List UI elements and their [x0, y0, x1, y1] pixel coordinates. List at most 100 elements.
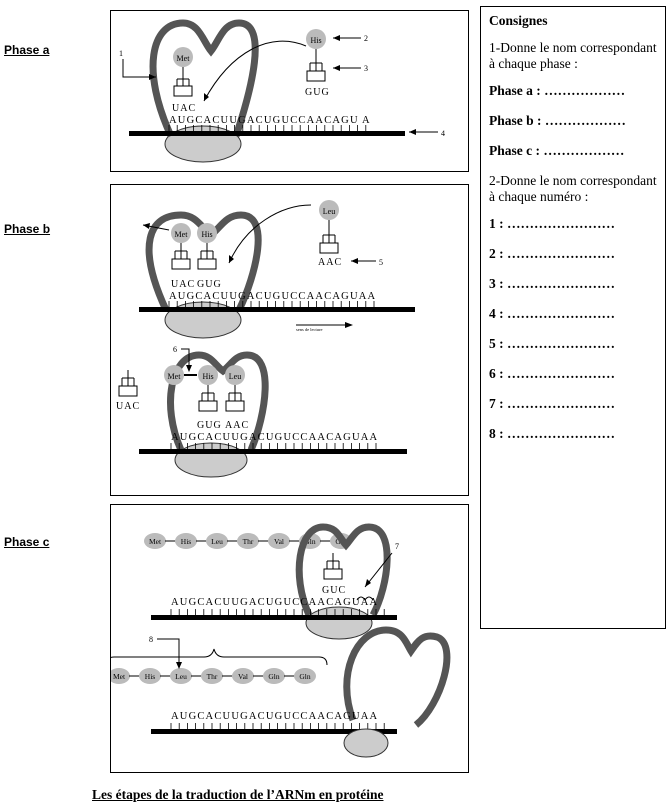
released-small-subunit — [343, 728, 389, 758]
answer-number-8[interactable]: 8 : …………………… — [489, 426, 615, 441]
amino-acid-label: Gln — [299, 672, 311, 681]
anticodon-guc: GUC — [322, 585, 346, 596]
answer-number-7[interactable]: 7 : …………………… — [489, 396, 615, 411]
amino-acid-bead — [294, 668, 316, 684]
released-large-subunit — [343, 626, 451, 728]
amino-acid-label: Thr — [207, 672, 218, 681]
met-label-b2: Met — [168, 372, 182, 381]
amino-acid-bead — [206, 533, 228, 549]
amino-acid-label: Leu — [175, 672, 187, 681]
leu-label-b2: Leu — [229, 372, 241, 381]
large-subunit-c — [295, 523, 391, 617]
amino-acid-bead — [268, 533, 290, 549]
instructions-title: Consignes — [489, 13, 548, 28]
direction-label: sens de lecture — [296, 327, 323, 332]
amino-acid-label: Gln — [304, 537, 316, 546]
mrna-sequence-lower: AUGCACUUGACUGUCCAACAGUAA — [171, 432, 378, 443]
number-1: 1 — [119, 49, 123, 58]
amino-acid-bead — [111, 668, 130, 684]
phase-b-label: Phase b — [4, 222, 51, 236]
figure-caption: Les étapes de la traduction de l’ARNm en… — [92, 787, 384, 802]
anticodon-uac-b: UAC — [171, 279, 195, 290]
answer-number-5[interactable]: 5 : …………………… — [489, 336, 615, 351]
amino-acid-label: Met — [149, 537, 162, 546]
answer-number-3[interactable]: 3 : …………………… — [489, 276, 615, 291]
phase-a-diagram: AUGCACUUGACUGUCCAACAGU A Met UAC His GUG… — [119, 19, 445, 163]
amino-acid-bead — [139, 668, 161, 684]
trna-his — [306, 49, 326, 82]
phase-b-diagram: AUGCACUUGACUGUCCAACAGUAA Met His UAC GUG… — [116, 200, 415, 478]
amino-acid-bead — [175, 533, 197, 549]
answer-number-2[interactable]: 2 : …………………… — [489, 246, 615, 261]
amino-acid-label: Thr — [243, 537, 254, 546]
amino-acid-label: Gln — [268, 672, 280, 681]
number-4: 4 — [441, 129, 445, 138]
answer-number-4[interactable]: 4 : …………………… — [489, 306, 615, 321]
number-2: 2 — [364, 34, 368, 43]
anticodon-aac-b2: AAC — [225, 420, 249, 431]
phase-a-label: Phase a — [4, 43, 50, 57]
met-amino-acid — [173, 47, 193, 67]
amino-acid-bead — [144, 533, 166, 549]
question-1: 1-Donne le nom correspondant à chaque ph… — [489, 40, 657, 71]
anticodon-gug: GUG — [305, 87, 330, 98]
large-subunit — [149, 19, 259, 138]
met-label: Met — [177, 54, 191, 63]
amino-acid-label: Val — [274, 537, 284, 546]
polypeptide-chain-lower: Met His Leu Thr Val Gln Gln — [111, 668, 316, 684]
phase-b-panel: AUGCACUUGACUGUCCAACAGUAA Met His UAC GUG… — [110, 184, 469, 496]
anticodon-aac: AAC — [318, 257, 342, 268]
answer-phase-a[interactable]: Phase a : ……………… — [489, 83, 626, 98]
mrna-sequence: AUGCACUUGACUGUCCAACAGU A — [169, 115, 371, 126]
mrna-strand-c-lower — [151, 729, 397, 734]
amino-acid-bead — [237, 533, 259, 549]
protein-brace — [111, 648, 328, 666]
answer-phase-b[interactable]: Phase b : ……………… — [489, 113, 626, 128]
mrna-strand — [129, 131, 405, 136]
amino-acid-label: Met — [113, 672, 126, 681]
his-label-b2: His — [202, 372, 213, 381]
amino-acid-bead — [170, 668, 192, 684]
mrna-sequence-c-upper: AUGCACUUGACUGUCCAACAGUAA — [171, 597, 378, 608]
released-trna — [118, 370, 138, 397]
amino-acid-bead — [232, 668, 254, 684]
mrna-sequence-upper: AUGCACUUGACUGUCCAACAGUAA — [169, 291, 376, 302]
answer-number-1[interactable]: 1 : …………………… — [489, 216, 615, 231]
trna-met — [173, 67, 193, 97]
number-7: 7 — [395, 542, 399, 551]
leu-label-b: Leu — [323, 207, 335, 216]
met-label-b: Met — [175, 230, 189, 239]
number-5: 5 — [379, 258, 383, 267]
stop-codon-brace — [356, 596, 374, 601]
instructions-box: Consignes 1-Donne le nom correspondant à… — [480, 6, 666, 629]
anticodon-gug-b2: GUG — [197, 420, 222, 431]
answer-number-6[interactable]: 6 : …………………… — [489, 366, 615, 381]
his-label-b: His — [201, 230, 212, 239]
anticodon-gug-b: GUG — [197, 279, 222, 290]
answer-phase-c[interactable]: Phase c : ……………… — [489, 143, 625, 158]
number-8: 8 — [149, 635, 153, 644]
mrna-strand-upper — [139, 307, 415, 312]
his-label: His — [310, 36, 321, 45]
phase-a-panel: AUGCACUUGACUGUCCAACAGU A Met UAC His GUG… — [110, 10, 469, 172]
entry-arrow — [203, 40, 307, 102]
amino-acid-label: His — [181, 537, 192, 546]
amino-acid-bead — [201, 668, 223, 684]
phase-c-label: Phase c — [4, 535, 50, 549]
number-6: 6 — [173, 345, 177, 354]
amino-acid-label: His — [145, 672, 156, 681]
anticodon-uac-released: UAC — [116, 401, 140, 412]
mrna-strand-lower — [139, 449, 407, 454]
anticodon-uac: UAC — [172, 103, 196, 114]
question-2: 2-Donne le nom correspondant à chaque nu… — [489, 173, 657, 204]
his-amino-acid — [306, 29, 326, 49]
amino-acid-bead — [263, 668, 285, 684]
amino-acid-label: Val — [238, 672, 248, 681]
number-3: 3 — [364, 64, 368, 73]
mrna-strand-c-upper — [151, 615, 397, 620]
mrna-ticks — [168, 125, 367, 131]
mrna-sequence-c-lower: AUGCACUUGACUGUCCAACAGUAA — [171, 711, 378, 722]
